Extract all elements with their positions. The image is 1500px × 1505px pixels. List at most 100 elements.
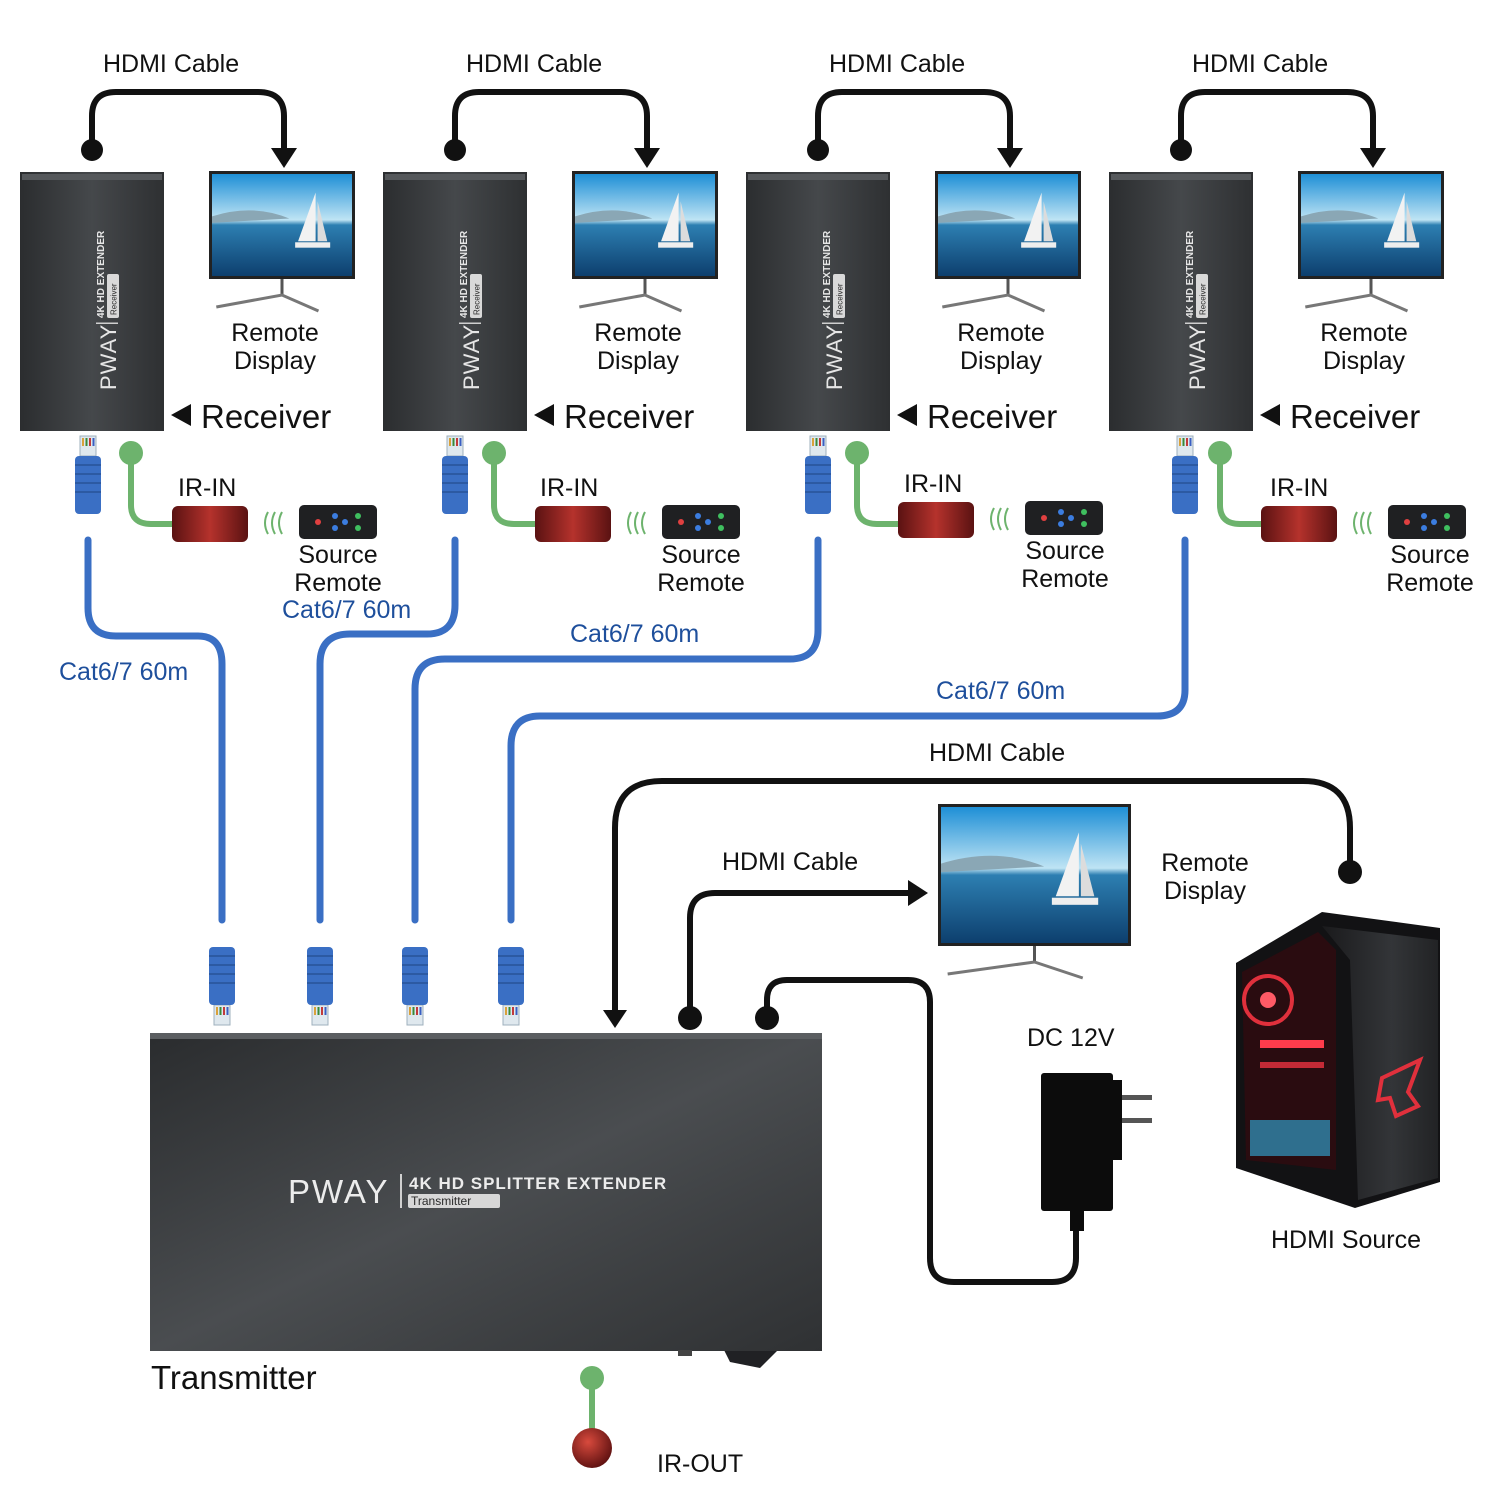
pc-glass-panel <box>1242 932 1336 1170</box>
pointer-triangle-icon <box>534 404 554 426</box>
sailboat-jib <box>680 201 691 242</box>
ir-in-cable-4 <box>1217 455 1265 527</box>
rj45-pin <box>314 1007 316 1015</box>
receiver-rj45-4 <box>1172 435 1198 514</box>
remote-button <box>1421 525 1427 531</box>
adapter-strain-relief <box>1070 1211 1084 1231</box>
remote-display-1 <box>209 171 355 313</box>
transmitter-rj45-3 <box>402 947 428 1026</box>
rj45-pin <box>317 1007 320 1015</box>
rj45-pin <box>82 438 84 446</box>
ir-signal-wave-icon <box>627 511 632 535</box>
receiver-label-3: Receiver <box>897 398 1057 436</box>
pointer-triangle-icon <box>171 404 191 426</box>
cat-cable-label-1: Cat6/7 60m <box>59 658 189 686</box>
source-remote-label-3: Source Remote <box>1021 537 1109 593</box>
transmitter-label: Transmitter <box>151 1359 317 1396</box>
rj45-ridge <box>442 464 468 466</box>
remote-button <box>1068 515 1074 521</box>
ir-signal-wave-icon <box>1360 511 1365 535</box>
receiver-brand-text: PWAY <box>822 324 847 390</box>
receiver-role-text: Receiver <box>836 283 845 315</box>
receiver-model-text: 4K HD EXTENDER <box>459 230 470 318</box>
hdmi-plug-dot-4 <box>1170 139 1192 161</box>
transmitter-role-badge <box>408 1194 500 1208</box>
remote-button <box>1058 509 1064 515</box>
ir-signal-wave-icon <box>990 507 995 531</box>
receiver-body <box>746 172 890 431</box>
receiver-body <box>20 172 164 431</box>
receiver-label-1: Receiver <box>171 398 331 436</box>
remote-button <box>355 525 361 531</box>
remote-button <box>1404 519 1410 525</box>
transmitter-rj45-4 <box>498 947 524 1026</box>
ir-in-label-3: IR-IN <box>904 470 963 498</box>
rj45-pin <box>324 1007 327 1015</box>
adapter-prong <box>1122 1118 1152 1123</box>
ir-out-label: IR-OUT <box>657 1450 744 1478</box>
hdmi-cable-4 <box>1178 89 1376 152</box>
ir-in-cable-3 <box>854 455 902 527</box>
remote-button <box>315 519 321 525</box>
transmitter-ir-port <box>678 1350 692 1356</box>
receiver-role-text: Receiver <box>1199 283 1208 315</box>
rj45-pin <box>508 1007 511 1015</box>
monitor-hills <box>575 210 653 223</box>
rj45-pin <box>412 1007 415 1015</box>
sailboat-jib <box>1043 201 1054 242</box>
rj45-pin <box>223 1007 225 1015</box>
source-remote-label-2: Source Remote <box>657 541 745 597</box>
source-remote-2 <box>662 505 740 539</box>
receiver-top-edge <box>748 174 888 180</box>
cat-cable-4 <box>507 536 1189 924</box>
hdmi-arrow-head-icon <box>997 148 1023 168</box>
hdmi-plug-dot-2 <box>444 139 466 161</box>
rj45-pin <box>1179 438 1181 446</box>
rj45-pin <box>452 438 455 446</box>
cat-cable-label-2: Cat6/7 60m <box>282 596 412 624</box>
ir-receiver-1 <box>172 506 248 542</box>
rj45-ridge <box>402 982 428 984</box>
rj45-ridge <box>75 464 101 466</box>
rj45-ridge <box>498 955 524 957</box>
transmitter-foot <box>724 1350 778 1368</box>
remote-button <box>695 513 701 519</box>
transmitter-brand-text: PWAY <box>288 1173 390 1210</box>
rj45-ridge <box>307 973 333 975</box>
hdmi-cable-label-3: HDMI Cable <box>829 50 966 78</box>
hdmi-source-label: HDMI Source <box>1271 1226 1422 1254</box>
receiver-role-text: Receiver <box>110 283 119 315</box>
local-remote-display <box>938 804 1131 980</box>
rj45-boot <box>498 947 524 1005</box>
adapter-plug-base <box>1113 1080 1122 1160</box>
rj45-boot <box>209 947 235 1005</box>
remote-display-4 <box>1298 171 1444 313</box>
monitor-screen <box>941 807 1128 943</box>
transmitter-role-text: Transmitter <box>411 1194 471 1208</box>
ir-in-plug-dot <box>482 441 506 465</box>
remote-button <box>332 525 338 531</box>
ir-in-label-2: IR-IN <box>540 474 599 502</box>
rj45-pin <box>92 438 95 446</box>
pc-fan-ring <box>1242 974 1294 1026</box>
source-remote-4 <box>1388 505 1466 539</box>
sailboat-sail <box>1387 192 1405 242</box>
monitor-screen <box>938 174 1078 276</box>
transmitter-rj45-2 <box>307 947 333 1026</box>
rj45-ridge <box>498 982 524 984</box>
receiver-model-text: 4K HD EXTENDER <box>1185 230 1196 318</box>
monitor-hills <box>941 855 1045 873</box>
local-display-label: Remote Display <box>1161 849 1249 905</box>
rj45-ridge <box>75 491 101 493</box>
rj45-ridge <box>805 482 831 484</box>
rj45-pin <box>89 438 91 446</box>
ir-in-cable-1 <box>128 455 176 527</box>
rj45-pin <box>1189 438 1192 446</box>
ir-signal-wave-icon <box>278 511 283 535</box>
sailboat-jib <box>317 201 328 242</box>
receiver-brand-text: PWAY <box>1185 324 1210 390</box>
